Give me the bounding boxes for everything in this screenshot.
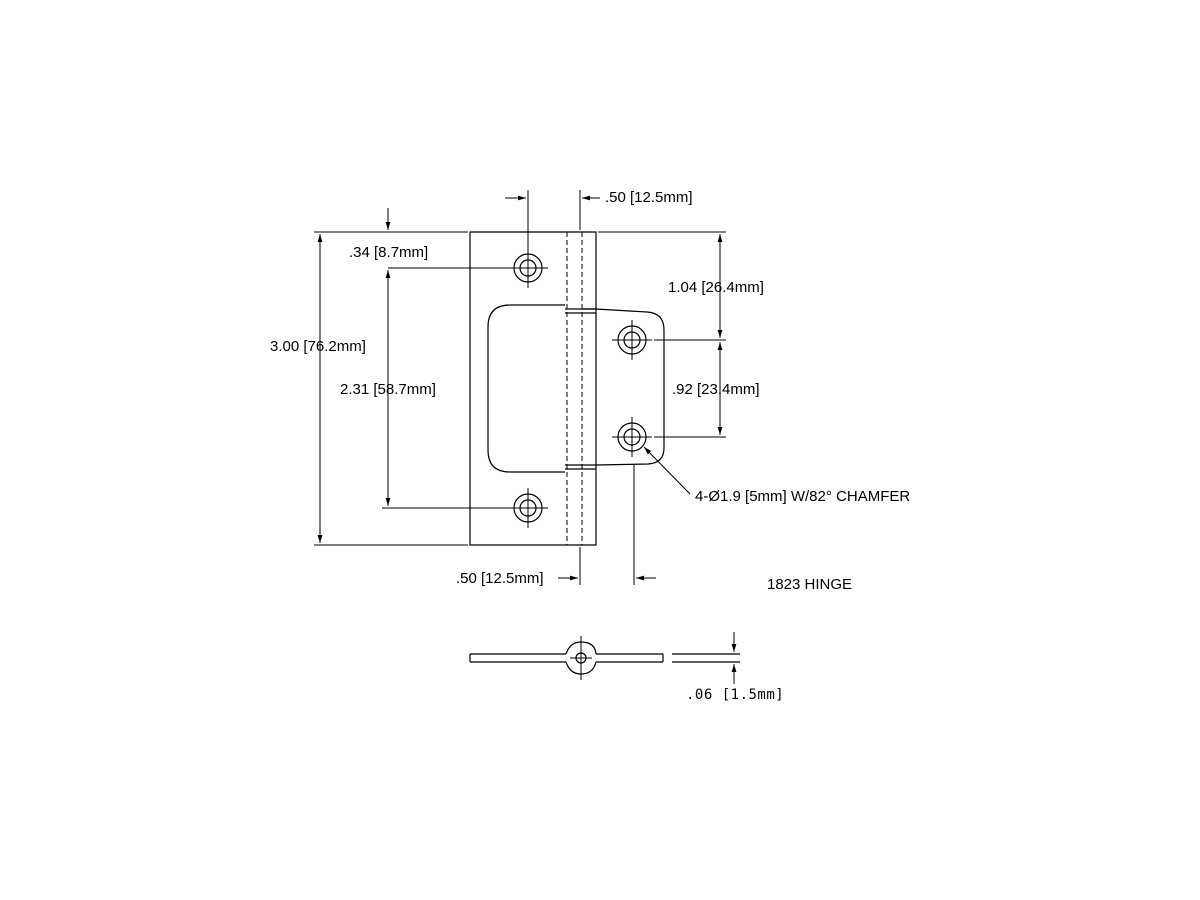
dimension-knuckle-width-top: .50 [12.5mm] [505, 189, 693, 248]
hole-callout-label: 4-Ø1.9 [5mm] W/82° CHAMFER [695, 488, 910, 505]
top-offset-label: .34 [8.7mm] [349, 244, 428, 261]
dimension-knuckle-width-bottom: .50 [12.5mm] [456, 465, 656, 587]
hole-top-left [508, 248, 548, 288]
dimension-leaf-top-to-hole: 1.04 [26.4mm] [598, 231, 764, 338]
drawing-title: 1823 HINGE [767, 576, 852, 593]
dimension-right-hole-spacing: .92 [23.4mm] [654, 339, 760, 438]
hole-top-right [612, 320, 652, 360]
leaf-cutout [487, 304, 565, 473]
hinge-front-view [469, 231, 665, 546]
left-hole-spacing-label: 2.31 [58.7mm] [340, 381, 436, 398]
right-hole-spacing-label: .92 [23.4mm] [672, 381, 760, 398]
dimension-top-offset: .34 [8.7mm] [349, 208, 510, 269]
outer-leaf-outline [469, 231, 597, 546]
hole-bottom-left [508, 488, 548, 528]
leaf-top-to-hole-label: 1.04 [26.4mm] [668, 279, 764, 296]
knuckle-width-bottom-label: .50 [12.5mm] [456, 570, 544, 587]
dimension-left-hole-spacing: 2.31 [58.7mm] [340, 270, 510, 509]
inner-leaf-outline [595, 308, 665, 466]
thickness-label: .06 [1.5mm] [686, 687, 784, 703]
knuckle-width-top-label: .50 [12.5mm] [605, 189, 693, 206]
overall-height-label: 3.00 [76.2mm] [270, 338, 366, 355]
hole-bottom-right [612, 417, 652, 457]
hinge-side-view: .06 [1.5mm] [469, 632, 784, 703]
hole-callout-leader: 4-Ø1.9 [5mm] W/82° CHAMFER [643, 446, 910, 505]
dimension-overall-height: 3.00 [76.2mm] [270, 231, 468, 546]
